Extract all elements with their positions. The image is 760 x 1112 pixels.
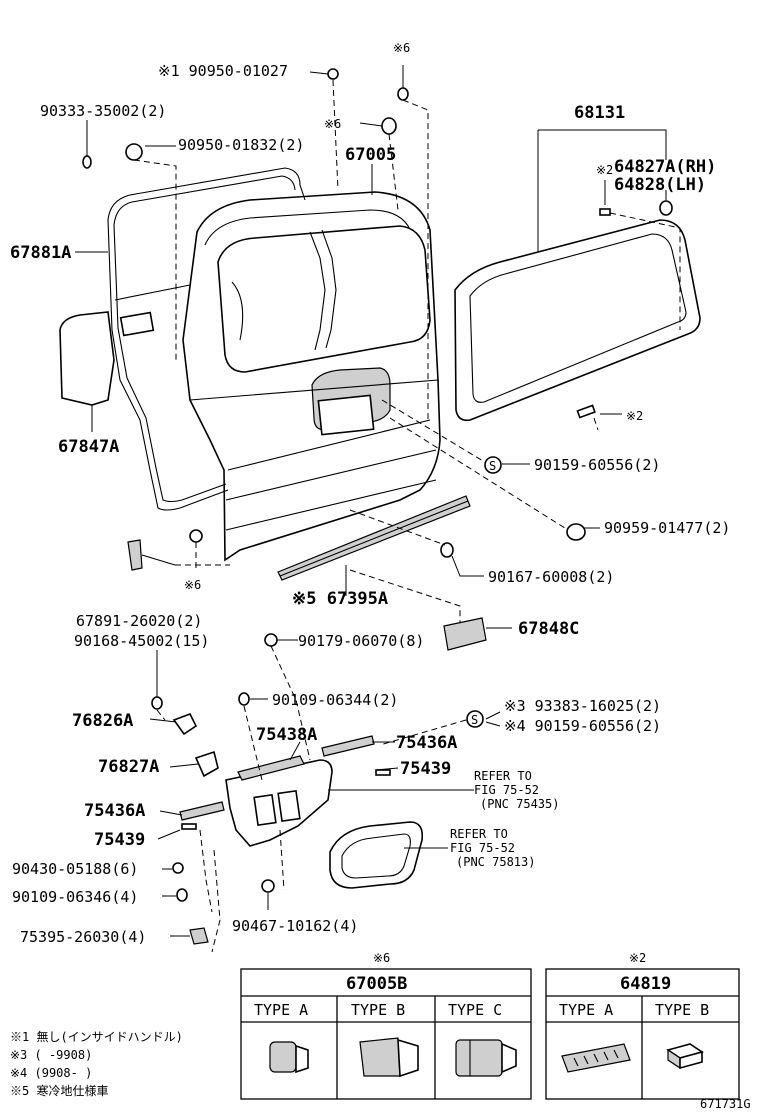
label-93383: ※3 93383-16025(2): [504, 697, 661, 715]
note-4: ※4 (9908- ): [10, 1066, 92, 1080]
label-75439-r: 75439: [400, 759, 451, 779]
table1-type-c: TYPE C: [448, 1001, 502, 1019]
table2-type-a: TYPE A: [559, 1001, 613, 1019]
stopper-type-a: [561, 1043, 631, 1073]
label-64827a: 64827A(RH): [614, 157, 716, 177]
label-75439-l: 75439: [94, 830, 145, 850]
back-window-glass: [454, 208, 701, 422]
label-75438a: 75438A: [256, 725, 317, 745]
table1-type-a: TYPE A: [254, 1001, 308, 1019]
label-mark6-b: ※6: [324, 117, 341, 131]
label-67847a: 67847A: [58, 437, 119, 457]
label-90159-b: ※4 90159-60556(2): [504, 717, 661, 735]
label-90168: 90168-45002(15): [74, 632, 209, 650]
label-mark6-top: ※6: [393, 41, 410, 55]
label-90179: 90179-06070(8): [298, 632, 424, 650]
label-90159-a: 90159-60556(2): [534, 456, 660, 474]
label-67881a: 67881A: [10, 243, 71, 263]
s-mark-1-text: S: [489, 459, 496, 473]
table1-part: 67005B: [346, 974, 407, 994]
leader-lines: [75, 65, 681, 953]
label-90333: 90333-35002(2): [40, 102, 166, 120]
label-refer2-c: (PNC 75813): [456, 855, 535, 869]
label-mark2-b: ※2: [626, 409, 643, 423]
label-67848c: 67848C: [518, 619, 579, 639]
label-mark6-c: ※6: [184, 578, 201, 592]
note-5: ※5 寒冷地仕様車: [10, 1083, 108, 1098]
cushion-type-b: [359, 1037, 419, 1078]
part-67848c: [443, 617, 487, 651]
label-90109-06346: 90109-06346(4): [12, 888, 138, 906]
weatherstrip-67881a: [107, 167, 306, 511]
note-3: ※3 ( -9908): [10, 1048, 92, 1062]
label-90109-06344: 90109-06344(2): [272, 691, 398, 709]
type-table-64819: ※2 64819 TYPE A TYPE B: [545, 951, 740, 1100]
label-67395a: ※5 67395A: [292, 589, 388, 609]
cushion-type-c: [455, 1039, 517, 1077]
clip-67891: [127, 539, 143, 571]
label-90950-01832: 90950-01832(2): [178, 136, 304, 154]
table1-type-b: TYPE B: [351, 1001, 405, 1019]
table1-mark: ※6: [373, 951, 390, 965]
labels: S S ※1 90950-01027 ※6 90333-35002(2) 909…: [10, 41, 730, 946]
figure-code: 671731G: [700, 1097, 751, 1111]
label-90959: 90959-01477(2): [604, 519, 730, 537]
label-mark2-a: ※2: [596, 163, 613, 177]
label-76827a: 76827A: [98, 757, 159, 777]
s-mark-1: [484, 456, 502, 474]
trim-panel-67847a: [59, 284, 191, 406]
label-refer2-a: REFER TO: [450, 827, 508, 841]
label-68131: 68131: [574, 103, 625, 123]
handle-cover: [329, 821, 424, 889]
label-refer2-b: FIG 75-52: [450, 841, 515, 855]
label-90467: 90467-10162(4): [232, 917, 358, 935]
table2-part: 64819: [620, 974, 671, 994]
label-75395: 75395-26030(4): [20, 928, 146, 946]
label-refer1-c: (PNC 75435): [480, 797, 559, 811]
stopper-type-b: [666, 1043, 704, 1070]
label-90950-01027: ※1 90950-01027: [158, 62, 288, 80]
label-76826a: 76826A: [72, 711, 133, 731]
label-75436a-r: 75436A: [396, 733, 457, 753]
handle-assembly: [172, 712, 375, 847]
label-67005: 67005: [345, 145, 396, 165]
note-1: ※1 無し(インサイドハンドル): [10, 1029, 183, 1044]
table2-type-b: TYPE B: [655, 1001, 709, 1019]
moulding-67395a: [277, 495, 471, 581]
label-75436a-l: 75436A: [84, 801, 145, 821]
type-table-67005b: ※6 67005B TYPE A TYPE B TYPE C: [240, 951, 532, 1100]
label-67891: 67891-26020(2): [76, 612, 202, 630]
s-mark-2-text: S: [471, 713, 478, 727]
back-door-panel: [182, 191, 441, 562]
table2-mark: ※2: [629, 951, 646, 965]
label-refer1-a: REFER TO: [474, 769, 532, 783]
label-90430: 90430-05188(6): [12, 860, 138, 878]
label-90167: 90167-60008(2): [488, 568, 614, 586]
footnotes: ※1 無し(インサイドハンドル) ※3 ( -9908) ※4 (9908- )…: [10, 1029, 183, 1098]
cushion-type-a: [269, 1041, 309, 1074]
s-mark-2: [466, 710, 484, 728]
label-refer1-b: FIG 75-52: [474, 783, 539, 797]
label-64828: 64828(LH): [614, 175, 706, 195]
